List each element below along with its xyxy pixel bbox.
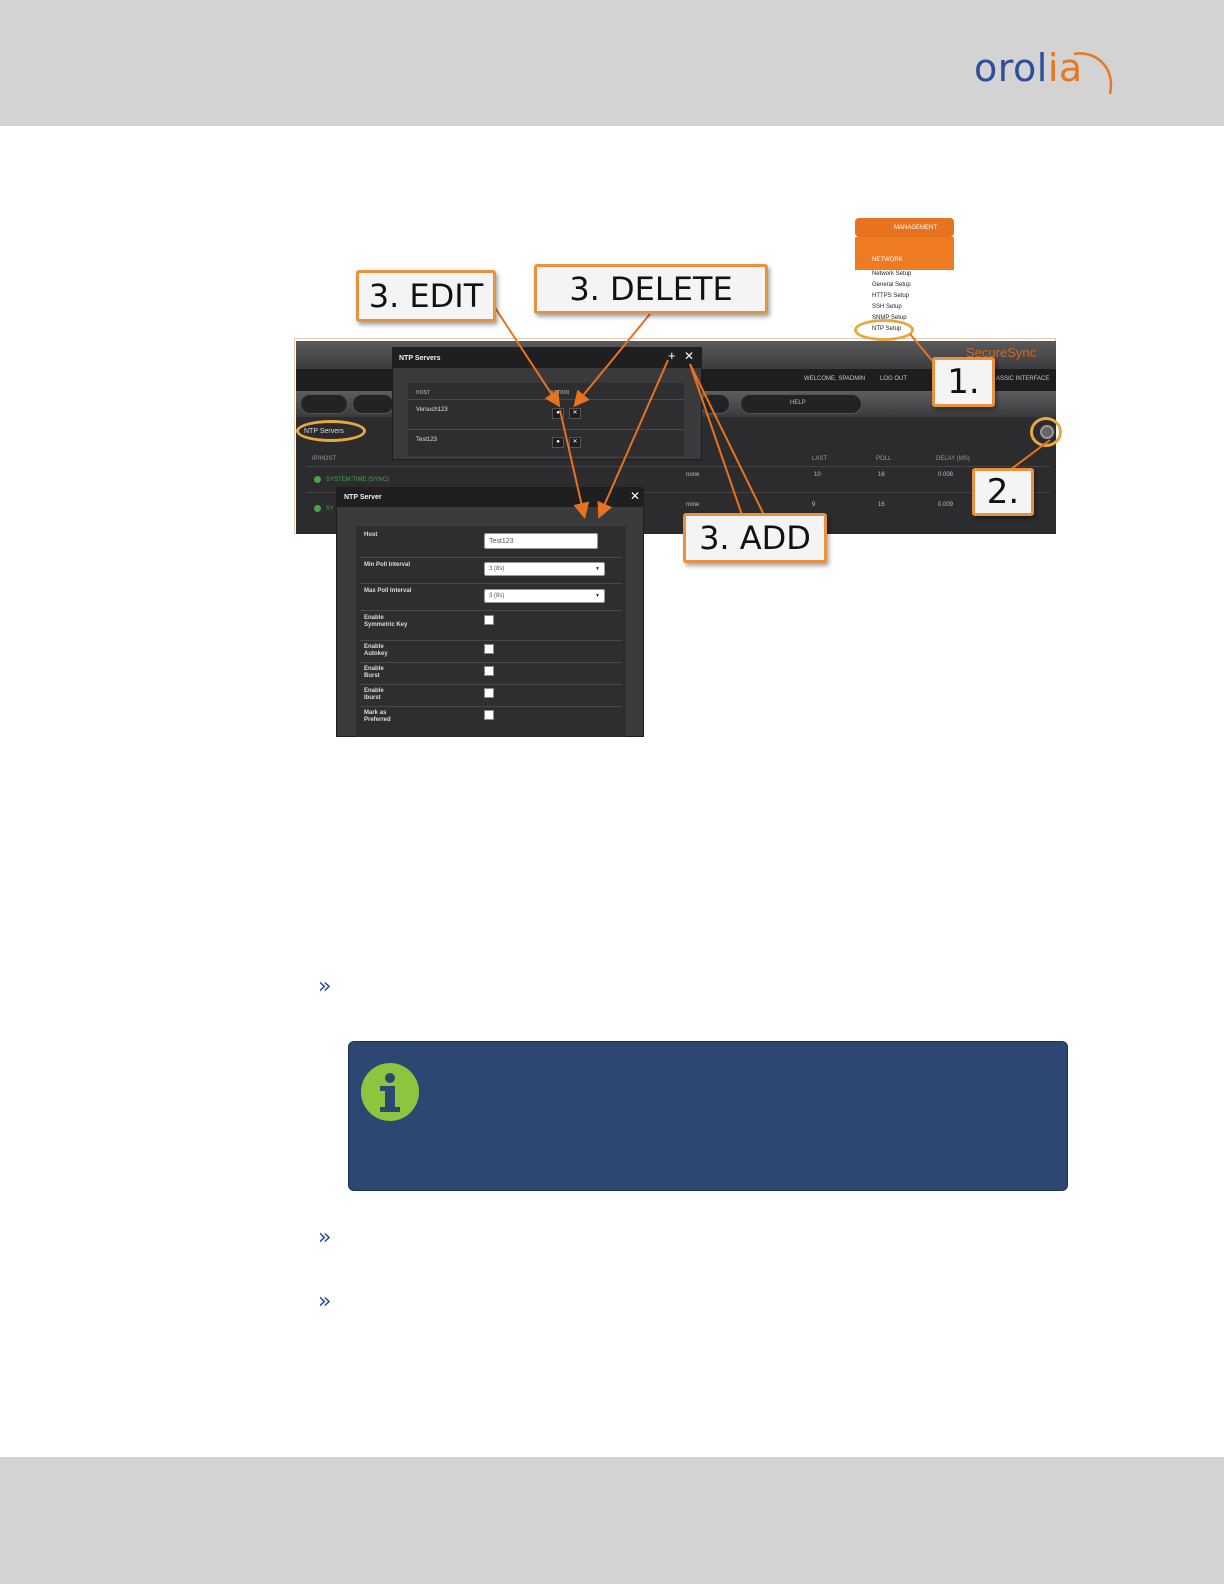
close-dialog-button[interactable]: ✕ xyxy=(684,349,695,363)
ntp-servers-dialog-title: NTP Servers xyxy=(399,355,441,362)
divider xyxy=(360,684,622,685)
delete-button[interactable]: ✕ xyxy=(569,408,581,419)
status-dot xyxy=(314,476,321,483)
row-poll: 16 xyxy=(878,472,885,478)
row-host: SY xyxy=(326,506,335,512)
row-delay: 0.008 xyxy=(938,472,954,478)
management-menu-header[interactable] xyxy=(855,218,954,237)
note-box xyxy=(348,1041,1068,1191)
highlight-ntp-servers xyxy=(296,420,366,442)
delete-button[interactable]: ✕ xyxy=(569,437,581,448)
autokey-checkbox[interactable] xyxy=(484,644,494,654)
autokey-label: Enable Autokey xyxy=(364,644,388,657)
max-poll-label: Max Poll Interval xyxy=(364,588,412,594)
iburst-checkbox[interactable] xyxy=(484,688,494,698)
info-icon xyxy=(361,1063,419,1121)
close-dialog-button[interactable]: ✕ xyxy=(630,489,641,503)
min-poll-select[interactable]: 3 (8s) ▼ xyxy=(484,562,605,576)
callout-step-1: 1. xyxy=(932,357,995,407)
network-section-title: NETWORK xyxy=(872,257,903,263)
burst-label: Enable Burst xyxy=(364,666,384,679)
symmetric-key-checkbox[interactable] xyxy=(484,615,494,625)
divider xyxy=(360,610,622,611)
symmetric-key-label: Enable Symmetric Key xyxy=(364,615,408,628)
divider xyxy=(360,706,622,707)
row-last: 9 xyxy=(812,502,816,508)
host-cell: Versuch123 xyxy=(416,407,448,413)
edit-button[interactable]: ● xyxy=(552,437,564,448)
row-delay: 0.009 xyxy=(938,502,954,508)
page-header: orolia xyxy=(0,0,1224,126)
chevron-down-icon: ▼ xyxy=(595,566,600,572)
host-input[interactable]: Test123 xyxy=(484,533,598,549)
menu-item-snmp-setup[interactable]: SNMP Setup xyxy=(872,315,907,321)
add-server-button[interactable]: + xyxy=(668,348,676,363)
max-poll-select[interactable]: 3 (8s) ▼ xyxy=(484,589,605,603)
ntp-server-dialog-title: NTP Server xyxy=(344,494,382,501)
page-footer xyxy=(0,1457,1224,1584)
logo-swoosh-icon xyxy=(1073,52,1113,95)
edit-button[interactable]: ● xyxy=(552,408,564,419)
nav-help-button[interactable] xyxy=(740,394,862,414)
ntp-servers-dialog-header xyxy=(392,347,702,368)
highlight-gear xyxy=(1030,417,1062,447)
bullet-marker: » xyxy=(318,1289,332,1314)
divider xyxy=(408,429,684,430)
chevron-down-icon: ▼ xyxy=(595,593,600,599)
bullet-marker: » xyxy=(318,1225,332,1250)
highlight-ntp-setup xyxy=(854,319,914,341)
help-label: HELP xyxy=(790,400,806,406)
row-status: none xyxy=(686,472,700,478)
min-poll-label: Min Poll Interval xyxy=(364,562,411,568)
management-menu-title: MANAGEMENT xyxy=(894,225,938,231)
ntp-server-dialog-header xyxy=(336,487,644,507)
host-cell: Test123 xyxy=(416,437,438,443)
status-dot xyxy=(314,505,321,512)
divider xyxy=(360,557,622,558)
host-label: Host xyxy=(364,532,378,538)
classic-interface-link[interactable]: ASSIC INTERFACE xyxy=(996,376,1050,382)
divider xyxy=(360,583,622,584)
callout-add: 3. ADD xyxy=(683,513,827,563)
table-header-host: IP/HOST xyxy=(312,456,337,462)
max-poll-value: 3 (8s) xyxy=(489,593,505,599)
callout-delete: 3. DELETE xyxy=(534,264,768,314)
row-poll: 16 xyxy=(878,502,885,508)
divider xyxy=(306,492,1050,493)
bullet-marker: » xyxy=(318,974,332,999)
min-poll-value: 3 (8s) xyxy=(489,566,505,572)
row-last: 10 xyxy=(814,472,821,478)
logout-link[interactable]: LOG OUT xyxy=(880,376,908,382)
ntp-server-form xyxy=(356,526,626,737)
preferred-checkbox[interactable] xyxy=(484,710,494,720)
preferred-label: Mark as Preferred xyxy=(364,710,391,723)
menu-item-general-setup[interactable]: General Setup xyxy=(872,282,911,288)
callout-edit: 3. EDIT xyxy=(356,270,496,322)
divider xyxy=(306,466,1050,467)
burst-checkbox[interactable] xyxy=(484,666,494,676)
app-brand: SecureSync xyxy=(966,345,1037,360)
table-header-last: LAST xyxy=(812,456,828,462)
table-header-poll: POLL xyxy=(876,456,892,462)
network-section xyxy=(855,237,954,270)
menu-item-network-setup[interactable]: Network Setup xyxy=(872,271,912,277)
row-host: SYSTEM TIME (SYNC) xyxy=(326,477,389,483)
row-status: none xyxy=(686,502,700,508)
table-header-delay: DELAY (MS) xyxy=(936,456,970,462)
menu-item-https-setup[interactable]: HTTPS Setup xyxy=(872,293,910,299)
nav-pill[interactable] xyxy=(300,394,348,414)
welcome-text: WELCOME, SPADMIN xyxy=(804,376,866,382)
callout-step-2: 2. xyxy=(972,468,1034,516)
menu-item-ssh-setup[interactable]: SSH Setup xyxy=(872,304,902,310)
orolia-logo: orolia xyxy=(974,46,1124,98)
logo-text-main: orol xyxy=(974,46,1048,90)
col-header-host: HOST xyxy=(416,390,430,396)
divider xyxy=(360,640,622,641)
divider xyxy=(360,662,622,663)
iburst-label: Enable Iburst xyxy=(364,688,384,701)
